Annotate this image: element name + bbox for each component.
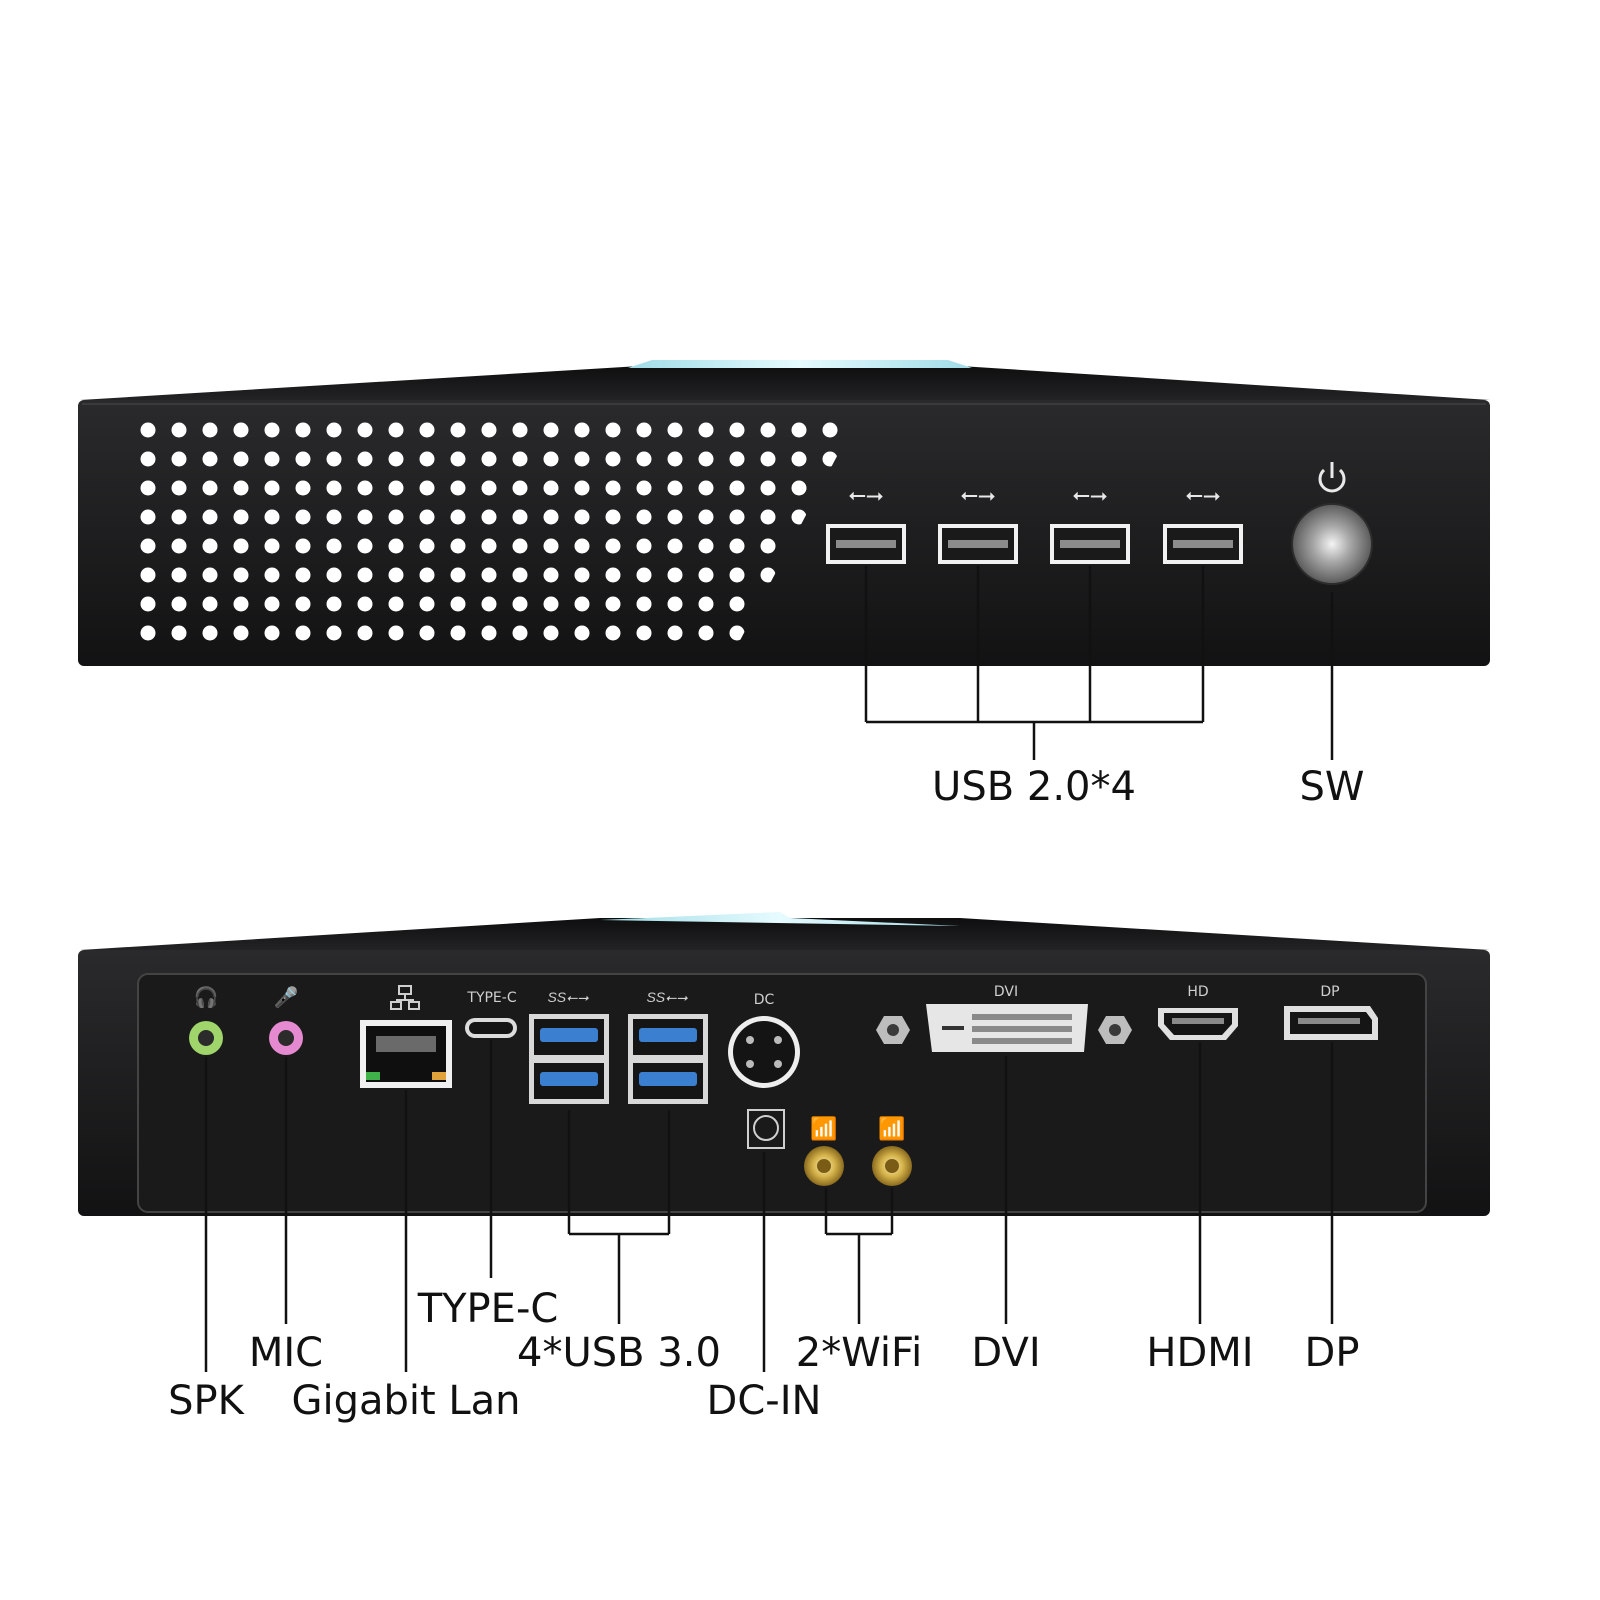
displayport-port: DP [1284,984,1378,1040]
mic-callout-label: MIC [249,1330,323,1376]
usb3-port-group: SS⭠⭢ SS⭠⭢ [529,989,708,1104]
front-accent-glow [628,360,972,368]
usb2-callout-label: USB 2.0*4 [932,764,1136,810]
headphone-icon: 🎧 [194,985,219,1009]
usb3-port [633,1063,703,1099]
usb2-port: ⭠⭢ [1050,482,1130,564]
wifi-antenna-connector: 📶 [804,1116,844,1186]
vent-grille [136,420,856,650]
hdmi-port: HD [1158,984,1238,1040]
usb2-port: ⭠⭢ [938,482,1018,564]
ethernet-port [360,985,452,1088]
front-panel: ⭠⭢ ⭠⭢ ⭠⭢ ⭠⭢ [78,360,1490,666]
power-icon [1318,462,1346,493]
switch-callout-label: SW [1300,764,1365,810]
usb-c-port: TYPE-C [465,990,517,1038]
microphone-icon: 🎤 [274,985,299,1009]
dvi-callout-label: DVI [971,1330,1040,1376]
lan-callout-label: Gigabit Lan [291,1378,520,1424]
dp-callout-label: DP [1305,1330,1360,1376]
usb3-port [534,1063,604,1099]
dvi-port-label: DVI [994,984,1018,1000]
rear-panel: 🎧 🎤 TYPE-C [78,912,1490,1216]
usb3-callout-label: 4*USB 3.0 [517,1330,721,1376]
rear-accent-glow [600,912,960,926]
usb2-port-group: ⭠⭢ ⭠⭢ ⭠⭢ ⭠⭢ [826,482,1243,564]
hdmi-callout-label: HDMI [1146,1330,1253,1376]
usb-symbol-icon: ⭠⭢ [1072,482,1107,507]
spk-callout-label: SPK [168,1378,246,1424]
rear-callout-lines [204,1040,1334,1372]
wifi-antenna-connector: 📶 [872,1116,912,1186]
wifi-callout-label: 2*WiFi [796,1330,922,1376]
usb3-port [534,1019,604,1055]
dc-in-callout-label: DC-IN [707,1378,822,1424]
audio-out-jack: 🎧 [189,985,223,1055]
type-c-callout-label: TYPE-C [417,1286,559,1332]
usb3-port [633,1019,703,1055]
power-switch [1291,462,1373,585]
wifi-icon: 📶 [810,1116,837,1141]
dc-in-port: DC [728,992,800,1149]
dp-port-label: DP [1320,984,1339,1000]
usb2-port: ⭠⭢ [826,482,906,564]
mic-jack: 🎤 [269,985,303,1055]
power-button [1291,503,1373,585]
type-c-port-label: TYPE-C [466,990,516,1006]
superspeed-usb-icon: SS⭠⭢ [547,989,589,1005]
usb-symbol-icon: ⭠⭢ [960,482,995,507]
dc-polarity-icon [747,1109,785,1149]
usb2-port: ⭠⭢ [1163,482,1243,564]
rear-top-bevel [80,918,1490,950]
dvi-port: DVI [876,984,1132,1052]
hdmi-port-label: HD [1187,984,1208,1000]
network-icon [390,985,420,1010]
front-top-bevel [80,366,1490,400]
usb-symbol-icon: ⭠⭢ [848,482,883,507]
wifi-icon: 📶 [878,1116,905,1141]
superspeed-usb-icon: SS⭠⭢ [646,989,688,1005]
front-callout-lines [864,566,1334,760]
dc-port-label: DC [754,992,775,1008]
usb-symbol-icon: ⭠⭢ [1185,482,1220,507]
